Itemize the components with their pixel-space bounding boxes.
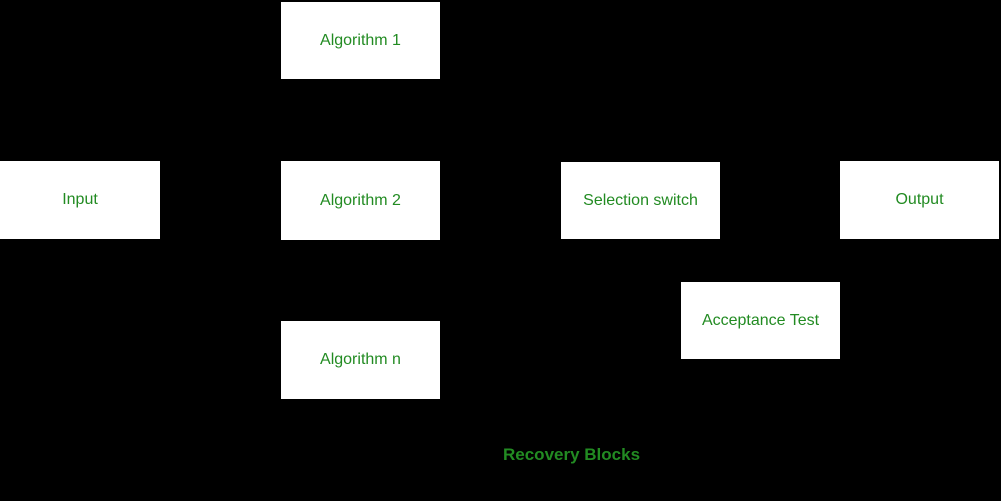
node-algorithm-n-label: Algorithm n [320,351,401,368]
node-input-label: Input [62,191,98,208]
node-acceptance-test-label: Acceptance Test [701,311,820,329]
node-output: Output [840,161,999,239]
node-algorithm-n: Algorithm n [281,321,440,399]
node-algorithm-2-label: Algorithm 2 [320,191,401,209]
node-algorithm-1: Algorithm 1 [281,2,440,79]
node-selection-switch: Selection switch [561,162,720,239]
node-algorithm-2: Algorithm 2 [281,161,440,240]
node-acceptance-test: Acceptance Test [681,282,840,359]
node-algorithm-1-label: Algorithm 1 [320,31,401,49]
node-output-label: Output [895,191,944,208]
node-input: Input [0,161,160,239]
diagram-title: Recovery Blocks [503,445,641,464]
node-selection-switch-label: Selection switch [583,191,698,209]
